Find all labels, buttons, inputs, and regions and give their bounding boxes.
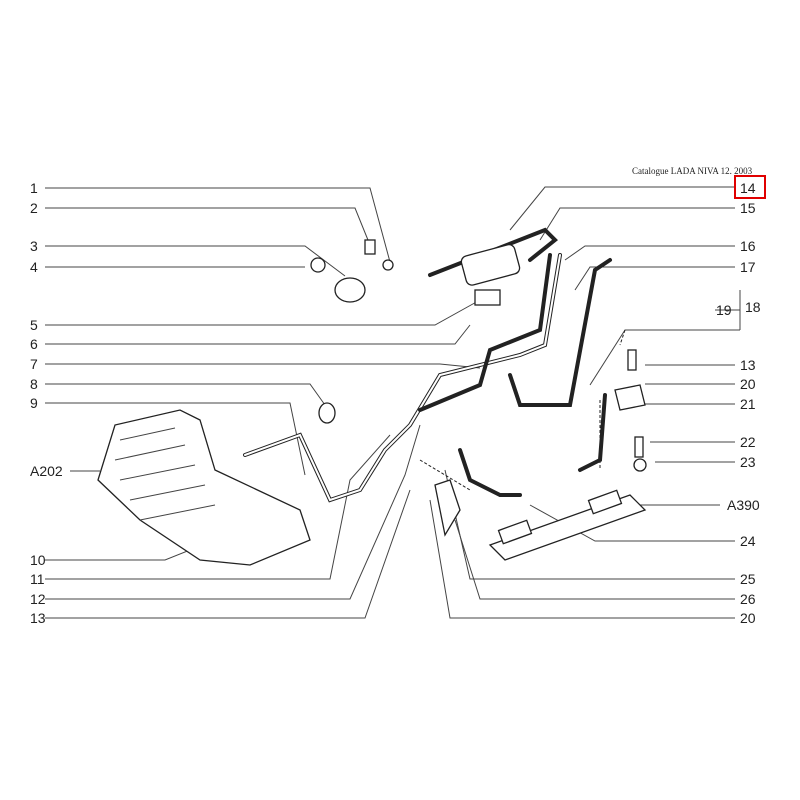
right-leader-lines	[429, 186, 741, 619]
callout-highlighted: 14	[740, 180, 756, 196]
callout: 2	[30, 200, 38, 216]
callout: 9	[30, 395, 38, 411]
callout: A202	[30, 463, 63, 479]
catalogue-title: Catalogue LADA NIVA 12. 2003	[632, 166, 753, 176]
callout: 22	[740, 434, 756, 450]
callout: 1	[30, 180, 38, 196]
callout: 15	[740, 200, 756, 216]
callout: 25	[740, 571, 756, 587]
callout: 3	[30, 238, 38, 254]
right-callouts: 14 15 16 17 19 18 13 20 21 22 23 A390 24…	[716, 175, 766, 626]
callout: 12	[30, 591, 46, 607]
callout: 20	[740, 376, 756, 392]
callout: 5	[30, 317, 38, 333]
callout: 7	[30, 356, 38, 372]
fuel-filter	[460, 243, 521, 306]
small-parts	[310, 239, 647, 537]
callout: 13	[740, 357, 756, 373]
callout: 8	[30, 376, 38, 392]
left-leader-lines	[45, 187, 481, 619]
callout: 11	[30, 571, 45, 587]
fuel-rail-injectors	[419, 329, 647, 561]
fuel-lines	[243, 227, 612, 503]
callout: 16	[740, 238, 756, 254]
highlight-box	[734, 175, 766, 199]
callout: 21	[740, 396, 756, 412]
callout: 17	[740, 259, 756, 275]
callout: 20	[740, 610, 756, 626]
callout: 13	[30, 610, 46, 626]
callout: 18	[745, 299, 761, 315]
callout: A390	[727, 497, 760, 513]
callout: 6	[30, 336, 38, 352]
callout: 24	[740, 533, 756, 549]
callout: 26	[740, 591, 756, 607]
callout: 19	[716, 302, 732, 318]
fuel-tank	[97, 409, 311, 566]
left-callouts: 1 2 3 4 5 6 7 8 9 A202 10 11 12 13	[30, 180, 63, 626]
callout: 4	[30, 259, 38, 275]
callout: 10	[30, 552, 46, 568]
callout: 23	[740, 454, 756, 470]
